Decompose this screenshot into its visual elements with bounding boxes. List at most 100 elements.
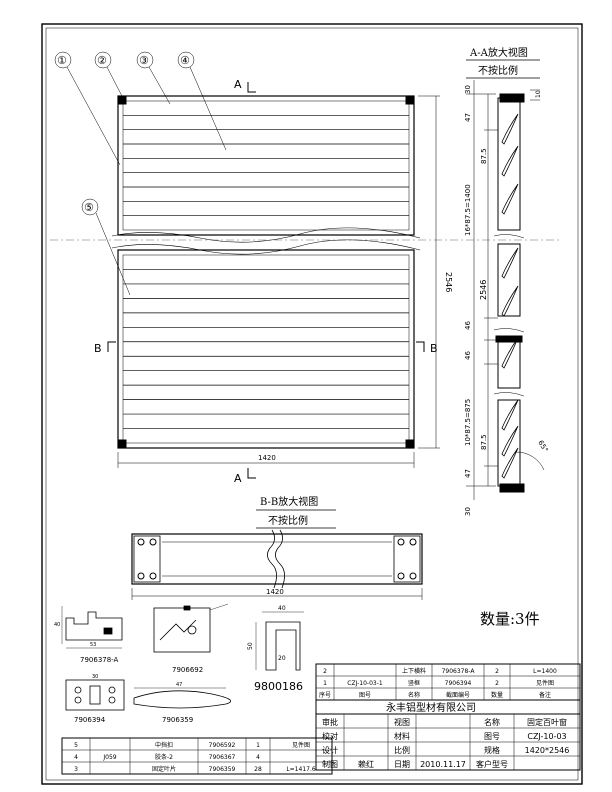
bom-lower-cell: 28 [254,766,262,773]
title-block-cell: CZJ-10-03 [527,732,566,741]
title-block-cell: 名称 [484,717,500,727]
title-block-cell: 制图 [322,759,338,769]
section-mark-a [247,82,256,479]
bom-upper-cell: 2 [495,668,499,675]
quantity-label: 数量:3件 [480,610,540,628]
title-block-cell: 固定百叶窗 [527,717,567,727]
bom-upper-cell: 名称 [408,691,420,699]
callout-4: ④ [180,54,190,67]
slats-bottom [123,269,409,429]
section-a-title: A-A放大视图 [469,46,528,59]
bom-lower-cell: J059 [102,754,116,761]
callout-2: ② [97,54,107,67]
bom-lower-cell: 5 [74,742,78,749]
aa-blade [501,447,519,479]
profile-7906378a [61,606,123,649]
aa-dim-top: 30 [464,85,472,94]
callout-1: ① [57,54,67,67]
profile-code-3: 7906394 [74,716,106,724]
detail-dim-53: 53 [90,642,96,648]
aa-dim-gap-1: 46 [464,321,472,330]
title-block-cell: 规格 [484,745,500,755]
bom-lower-cell: 见件图 [292,741,310,749]
callout-5: ⑤ [84,201,94,214]
bom-lower-cell: L=1417.6 [286,766,316,773]
aa-blade [501,337,519,369]
section-b-note: 不按比例 [268,514,308,527]
bom-upper-cell: CZJ-10-03-1 [347,680,383,687]
aa-blade [501,399,519,431]
title-block-cell: 1420*2546 [525,746,570,755]
profile-code-2: 7906692 [172,666,203,674]
bom-lower-cell: 7906367 [209,754,236,761]
detail-dim-50: 50 [247,642,254,650]
title-block-cell: 客户型号 [476,759,508,769]
aa-section-profile [493,93,525,493]
aa-dim-total: 2546 [479,280,488,300]
section-mark-b [107,341,425,352]
bom-upper-cell: L=1400 [533,668,557,675]
bom-upper-cell: 上下横料 [402,667,426,675]
bom-upper-cell: 序号 [319,691,331,699]
aa-blades [501,113,519,479]
bom-lower-cell: 4 [256,754,260,761]
bom-lower-cell: 1 [256,742,260,749]
slats-top [123,114,409,217]
aa-blade [501,145,519,177]
aa-blade [501,183,519,215]
bom-lower-cell: 胶条-2 [155,753,173,761]
aa-dim-group-bottom: 10*87.5=875 [464,399,472,446]
title-block-cell: 图号 [484,732,500,741]
aa-dim-group-top: 16*87.5=1400 [464,184,472,236]
bom-upper-cell: 2 [323,668,327,675]
aa-dim-gap-2: 46 [464,351,472,360]
bom-lower-cell: 中挡扣 [155,741,173,749]
aa-blade [501,113,519,145]
detail-dim-40: 40 [54,622,60,628]
bom-lower-cell: 7906359 [209,766,236,773]
section-b-label-left: B [94,342,102,355]
bom-upper-cell: 2 [495,680,499,687]
aa-blade [501,285,519,317]
detail-dim-47: 47 [176,682,182,688]
detail-dim-30: 30 [92,674,98,680]
profile-7906394 [65,679,125,711]
sheet-border [41,23,583,785]
section-b-label-right: B [430,342,438,355]
section-a-note: 不按比例 [478,64,518,77]
bom-upper-cell: 7906394 [445,680,472,687]
front-dims [117,95,440,468]
bom-lower-cell: 7906592 [209,742,236,749]
bom-lower-cell: 3 [74,766,78,773]
bom-upper-cell: 7906378-A [442,668,476,675]
bom-upper-cell: 见件图 [536,679,554,687]
aa-dim-end-top: 47 [464,113,472,122]
aa-dim-pitch-bottom: 87.5 [480,434,488,450]
title-block-cell: 材料 [394,731,410,741]
title-block-cell: 赖红 [358,759,374,769]
bom-upper-cell: 竖框 [408,679,420,687]
title-block-cell: 校对 [322,731,338,741]
callout-leaders [54,51,227,296]
section-a-label-top: A [234,78,242,91]
callout-3: ③ [139,54,149,67]
bb-section-profile [131,529,423,600]
profile-7906359 [133,687,231,709]
section-b-title: B-B放大视图 [260,495,318,508]
bb-dim-width: 1420 [266,588,284,596]
aa-dim-pitch-top: 87.5 [480,148,488,164]
aa-dim-end-bottom: 47 [464,469,472,478]
dim-overall-width: 1420 [258,454,276,462]
detail-dim-20: 20 [278,655,286,662]
aa-dim-lines [466,80,545,500]
title-block-cell: 比例 [394,745,410,755]
bom-lower-cell: 固定叶片 [152,765,176,773]
title-block-cell: 2010.11.17 [420,760,466,769]
title-block-cell: 审批 [322,717,338,727]
bom-upper-cell: 数量 [491,691,503,699]
title-block-cell: 日期 [394,760,410,769]
dim-overall-height: 2546 [444,272,453,292]
